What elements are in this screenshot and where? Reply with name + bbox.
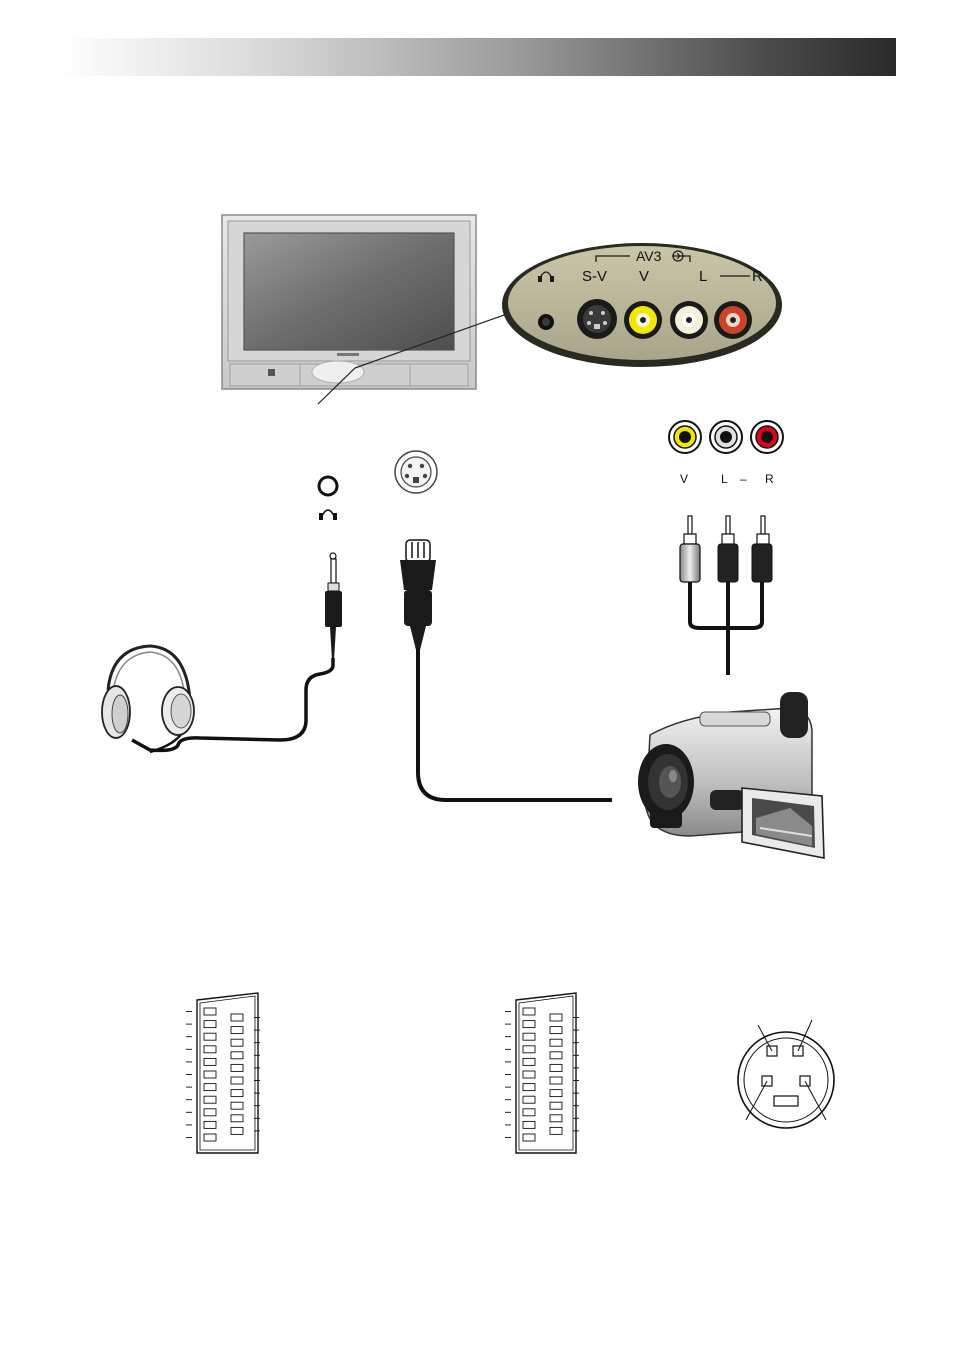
- scart-pin: [550, 1090, 562, 1097]
- scart-pin: [523, 1084, 535, 1091]
- panel-label-video: V: [639, 268, 649, 285]
- panel-right-audio-jack: [714, 301, 752, 339]
- panel-label-svideo: S-V: [582, 268, 607, 285]
- scart-pin: [550, 1102, 562, 1109]
- headphone-jack-symbol: [319, 477, 337, 520]
- scart-pin: [550, 1014, 562, 1021]
- scart-pin: [204, 1121, 216, 1128]
- scart-pin: [550, 1127, 562, 1134]
- scart-pin: [231, 1064, 243, 1071]
- scart-pin: [204, 1008, 216, 1015]
- scart-pin: [523, 1021, 535, 1028]
- rca-plug-video: [680, 544, 700, 582]
- scart-pin: [204, 1084, 216, 1091]
- scart-pin: [550, 1039, 562, 1046]
- scart-pin: [231, 1102, 243, 1109]
- scart-pin: [523, 1046, 535, 1053]
- scart-pin: [204, 1134, 216, 1141]
- av3-panel-zoom: AV3 S-V V L R: [502, 243, 782, 367]
- scart-pin: [523, 1071, 535, 1078]
- svideo-plug: [400, 540, 436, 650]
- panel-label-left: L: [699, 268, 707, 285]
- headphone-plug: [325, 553, 342, 660]
- scart-pin: [523, 1109, 535, 1116]
- scart-pin: [204, 1058, 216, 1065]
- scart-pin: [204, 1071, 216, 1078]
- scart-pin: [550, 1027, 562, 1034]
- scart-pin: [204, 1033, 216, 1040]
- panel-svideo-jack: [577, 299, 617, 339]
- scart-pin: [231, 1027, 243, 1034]
- rca-plug-right: [752, 544, 772, 582]
- scart-pin: [231, 1127, 243, 1134]
- svideo-key: [774, 1096, 798, 1106]
- tv-brand-logo: [337, 353, 359, 356]
- scart-pin: [550, 1077, 562, 1084]
- scart-pin: [231, 1090, 243, 1097]
- headphone-icon: [319, 510, 337, 520]
- tv-screen: [244, 233, 454, 350]
- scart-pin: [523, 1096, 535, 1103]
- scart-pin: [231, 1077, 243, 1084]
- av-input-icon: [395, 451, 437, 493]
- scart-pin: [523, 1134, 535, 1141]
- scart-pin: [523, 1033, 535, 1040]
- scart-pin: [523, 1058, 535, 1065]
- scart-pin: [550, 1115, 562, 1122]
- rca-color-legend: V L – R: [669, 421, 783, 486]
- scart-pin: [231, 1039, 243, 1046]
- panel-label-right: R: [752, 268, 763, 285]
- scart-pin: [204, 1109, 216, 1116]
- rca-plug-left: [718, 544, 738, 582]
- panel-left-audio-jack: [670, 301, 708, 339]
- scart-pin: [204, 1096, 216, 1103]
- scart-pin: [523, 1121, 535, 1128]
- plug-label-video: V: [680, 472, 688, 486]
- scart-pin: [204, 1046, 216, 1053]
- av3-label: AV3: [636, 248, 662, 264]
- television: [222, 215, 476, 389]
- rca-cable: [680, 516, 772, 675]
- plug-label-right: R: [765, 472, 774, 486]
- panel-video-jack: [624, 301, 662, 339]
- scart-pin: [204, 1021, 216, 1028]
- scart-pin: [550, 1052, 562, 1059]
- scart-pin: [550, 1064, 562, 1071]
- plug-label-dash: –: [740, 472, 747, 486]
- svideo-cable: [418, 648, 612, 800]
- scart-pin: [231, 1052, 243, 1059]
- headphones: [102, 646, 194, 738]
- scart-pin: [231, 1115, 243, 1122]
- plug-label-left: L: [721, 472, 728, 486]
- scart-pin: [231, 1014, 243, 1021]
- tv-power-button: [268, 369, 275, 376]
- camcorder-viewfinder: [780, 692, 808, 738]
- svideo-pinout: [738, 1020, 834, 1128]
- scart-pin: [523, 1008, 535, 1015]
- tv-front-panel-door: [312, 361, 364, 383]
- camcorder: [638, 692, 824, 858]
